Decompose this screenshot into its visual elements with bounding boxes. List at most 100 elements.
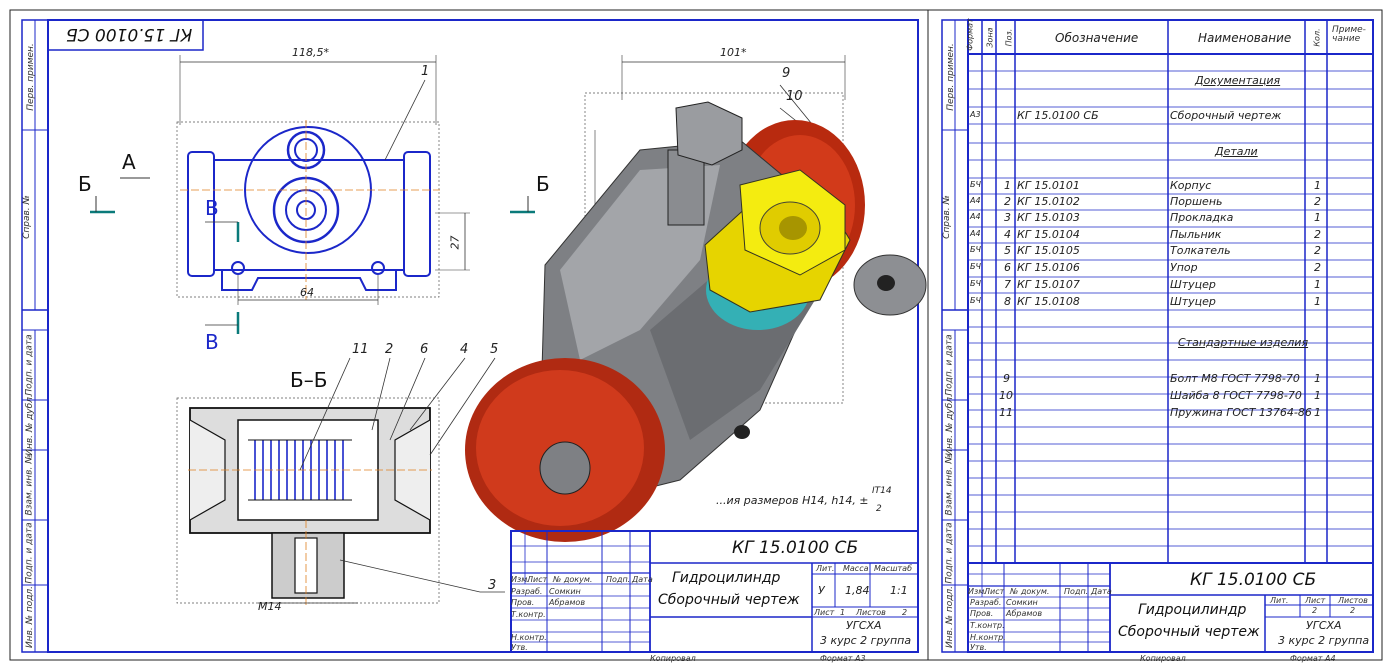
tolerance-note: ...ия размеров Н14, h14, ± — [716, 494, 869, 507]
sheet-2-lines — [941, 19, 1374, 653]
spec-row-qty: 1 — [1314, 406, 1321, 419]
spec-row-pos: 1 — [1004, 179, 1011, 192]
spec-header-zone: Зона — [985, 27, 995, 48]
dim-hole-distance: 64 — [300, 286, 314, 299]
tb-role: Пров. — [511, 598, 535, 607]
side-label: Перв. примен. — [945, 43, 956, 111]
spec-row-pos: 5 — [1004, 244, 1011, 257]
tb-col-izm: Изм. — [968, 587, 987, 596]
spec-row-pos: 7 — [1004, 278, 1011, 291]
tb-col-doc: № докум. — [1010, 587, 1050, 596]
lit-header: Лит. — [1270, 596, 1289, 605]
spec-row-code: КГ 15.0101 — [1017, 179, 1080, 192]
side-label: Перв. примен. — [25, 43, 36, 111]
spec-header-pos: Поз. — [1004, 28, 1014, 47]
tb-role: Утв. — [511, 643, 528, 652]
tb-col-date: Дата — [632, 575, 653, 584]
spec-row-qty: 1 — [1314, 295, 1321, 308]
side-label: Подп. и дата — [24, 334, 35, 396]
org-line-1: УГСХА — [846, 619, 882, 632]
dim-height: 27 — [448, 235, 462, 250]
spec-row-pos: 3 — [1004, 211, 1011, 224]
footer-copied: Копировал — [650, 654, 696, 663]
callout: 2 — [385, 342, 394, 357]
spec-row-pos: 2 — [1004, 195, 1011, 208]
spec-row-name: Болт М8 ГОСТ 7798-70 — [1170, 372, 1300, 385]
spec-row-qty: 1 — [1314, 179, 1321, 192]
dim-thread: M14 — [258, 600, 282, 613]
tb-name: Абрамов — [549, 598, 586, 607]
spec-header-designation: Обозначение — [1055, 31, 1139, 45]
spec-row-pos: 8 — [1004, 295, 1011, 308]
spec-row-format: А4 — [970, 229, 981, 238]
mass-value: 1,84 — [845, 584, 870, 597]
section-docs: Документация — [1195, 74, 1281, 87]
spec-row-qty: 2 — [1314, 244, 1321, 257]
section-std: Стандартные изделия — [1178, 336, 1309, 349]
spec-row-code: КГ 15.0103 — [1017, 211, 1080, 224]
spec-row-code: КГ 15.0105 — [1017, 244, 1080, 257]
dim-width-right: 101* — [720, 46, 747, 59]
title-name-2: Сборочный чертеж — [658, 592, 800, 608]
section-label-v-bottom: В — [205, 330, 219, 354]
spec-row-code: КГ 15.0106 — [1017, 261, 1080, 274]
footer-copied: Копировал — [1140, 654, 1186, 663]
tb-col-sign: Подп. — [606, 575, 631, 584]
spec-row-format: БЧ — [970, 279, 981, 288]
spec-row-format: БЧ — [970, 245, 981, 254]
sheets-value: 2 — [1350, 606, 1356, 615]
spec-row-name: Сборочный чертеж — [1170, 109, 1282, 122]
footer-format: Формат А4 — [1290, 654, 1336, 663]
section-label-b-left: Б — [78, 172, 92, 196]
side-label: Подп. и дата — [944, 334, 955, 396]
spec-row-format: БЧ — [970, 296, 981, 305]
tb-role: Н.контр. — [511, 633, 547, 642]
spec-row-code: КГ 15.0107 — [1017, 278, 1080, 291]
callout: 3 — [488, 578, 497, 593]
side-label: Подп. и дата — [24, 522, 35, 584]
section-label-b-right: Б — [536, 172, 550, 196]
side-label: Подп. и дата — [944, 522, 955, 584]
spec-row-name: Поршень — [1170, 195, 1223, 208]
sheet-header: Лист — [1305, 596, 1326, 605]
spec-row-name: Штуцер — [1170, 295, 1216, 308]
cylinder-3d-render — [465, 101, 927, 542]
front-view — [90, 55, 535, 334]
title-code: КГ 15.0100 СБ — [732, 538, 859, 558]
spec-row-code: КГ 15.0104 — [1017, 228, 1080, 241]
scale-header: Масштаб — [874, 564, 913, 573]
spec-header-name: Наименование — [1198, 31, 1292, 45]
spec-row-name: Пружина ГОСТ 13764-86 — [1170, 406, 1312, 419]
tb-role: Разраб. — [511, 587, 543, 596]
org-line-2: 3 курс 2 группа — [820, 634, 912, 647]
title-block-1-lines — [510, 530, 919, 653]
spec-row-code: КГ 15.0100 СБ — [1017, 109, 1099, 122]
spec-row-name: Корпус — [1170, 179, 1212, 192]
sheets-value: 2 — [902, 608, 908, 617]
mirrored-code: КГ 15.0100 СБ — [66, 24, 193, 44]
sheet-value: 2 — [1312, 606, 1318, 615]
sheet-label: Лист — [814, 608, 835, 617]
section-label-v-top: В — [205, 196, 219, 220]
section-title: Б–Б — [290, 368, 328, 392]
spec-row-name: Штуцер — [1170, 278, 1216, 291]
tolerance-numerator: IT14 — [872, 486, 892, 496]
tb-role: Т.контр. — [511, 610, 546, 619]
spec-row-qty: 2 — [1314, 195, 1321, 208]
spec-row-format: БЧ — [970, 262, 981, 271]
sheets-label: Листов — [856, 608, 886, 617]
spec-row-qty: 1 — [1314, 278, 1321, 291]
spec-row-format: А4 — [970, 212, 981, 221]
section-parts: Детали — [1215, 145, 1258, 158]
spec-row-pos: 4 — [1004, 228, 1011, 241]
org-line-1: УГСХА — [1306, 619, 1342, 632]
tb-col-list: Лист — [984, 587, 1005, 596]
tb-role: Пров. — [970, 609, 994, 618]
callout: 10 — [786, 89, 803, 104]
tb-col-date: Дата — [1091, 587, 1112, 596]
footer-format: Формат А3 — [820, 654, 866, 663]
side-label: Инв. № подл. — [25, 585, 36, 649]
sheet-value: 1 — [840, 608, 846, 617]
